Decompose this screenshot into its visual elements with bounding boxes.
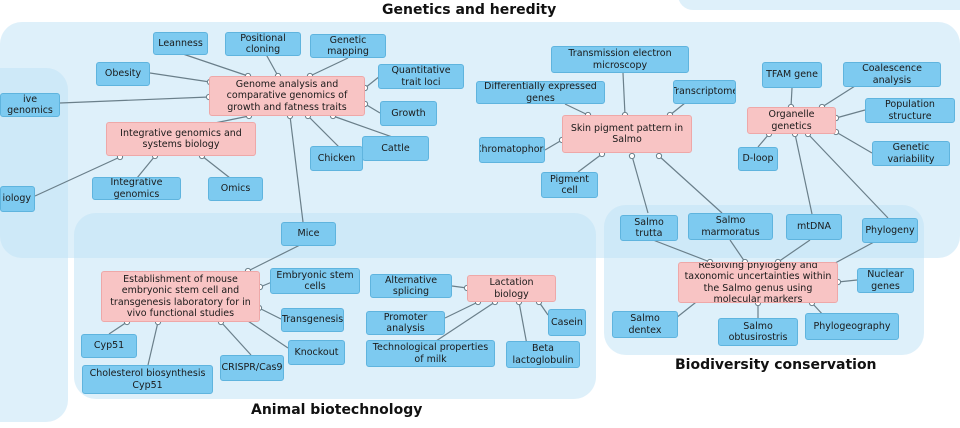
node-embryonic-stem-cells[interactable]: Embryonic stem cells [270,268,360,294]
node-cattle[interactable]: Cattle [362,136,429,161]
node-casein[interactable]: Casein [548,309,586,336]
edge-leanness [179,52,249,77]
node-knockout[interactable]: Knockout [288,340,345,365]
edge-pigment-cell [577,153,603,173]
node-qtl[interactable]: Quantitative trait loci [378,64,464,89]
node-leanness[interactable]: Leanness [153,32,208,55]
node-chromatophore[interactable]: Chromatophore [479,137,545,163]
biodiversity-region-title: Biodiversity conservation [675,357,877,373]
node-technological-properties-milk[interactable]: Technological properties of milk [366,340,495,367]
edge-omics [201,155,231,179]
node-mice[interactable]: Mice [281,222,336,246]
edge-mtdna [794,133,813,215]
node-tem[interactable]: Transmission electron microscopy [551,46,689,73]
node-mouse-embryonic[interactable]: Establishment of mouse embryonic stem ce… [101,271,260,322]
edge-transcriptome [669,102,686,116]
node-salmo-obtusirostris[interactable]: Salmo obtusirostris [718,318,798,346]
edge-salmo-trutta-res [652,239,711,263]
node-d-loop[interactable]: D-loop [738,147,778,171]
left-side-region [0,68,68,422]
genetics-region-title: Genetics and heredity [382,2,557,18]
node-salmo-trutta[interactable]: Salmo trutta [620,215,678,241]
node-integrative-systems-biology[interactable]: Integrative genomics and systems biology [106,122,256,156]
node-chicken[interactable]: Chicken [310,146,363,171]
node-promoter-analysis[interactable]: Promoter analysis [366,311,445,335]
node-phylogeography[interactable]: Phylogeography [805,313,899,340]
node-organelle-genetics[interactable]: Organelle genetics [747,107,836,134]
edge-genetic-variability [835,131,873,154]
node-cholesterol[interactable]: Cholesterol biosynthesis Cyp51 [82,365,213,394]
node-transcriptome[interactable]: Transcriptome [673,80,736,104]
edge-crispr [220,321,252,356]
edge-integrative-genomics [136,155,156,179]
node-salmo-marmoratus[interactable]: Salmo marmoratus [688,213,773,240]
node-tfam-gene[interactable]: TFAM gene [762,62,822,88]
node-phylogeny[interactable]: Phylogeny [862,218,918,243]
edge-mice-mouse [247,244,301,272]
node-differentially-expressed-genes[interactable]: Differentially expressed genes [476,81,605,104]
node-obesity[interactable]: Obesity [96,62,150,86]
node-transgenesis[interactable]: Transgenesis [281,308,344,332]
node-genetic-variability[interactable]: Genetic variability [872,141,950,166]
node-resolving-phylogeny[interactable]: Resolving phylogeny and taxonomic uncert… [678,262,838,303]
edge-promoter [444,301,479,319]
node-positional-cloning[interactable]: Positional cloning [225,32,301,56]
edge-tem [622,72,626,116]
node-comparative-genomics-partial[interactable]: ive genomics [0,93,60,117]
edge-knockout [241,316,289,349]
edge-population [835,109,866,119]
node-alternative-splicing[interactable]: Alternative splicing [370,274,452,298]
edge-transgenesis [258,307,282,320]
edge-mice [289,115,304,223]
node-lactation-biology[interactable]: Lactation biology [467,275,556,302]
edge-biology-partial [34,156,121,197]
node-skin-pigment[interactable]: Skin pigment pattern in Salmo [562,115,692,153]
edge-phylogeny-organelle [807,133,889,219]
node-beta-lactoglobulin[interactable]: Beta lactoglobulin [506,341,580,368]
node-population-structure[interactable]: Population structure [865,98,955,123]
edge-obesity [149,72,211,83]
node-pigment-cell[interactable]: Pigment cell [541,172,598,198]
node-cyp51[interactable]: Cyp51 [81,334,137,358]
edge-salmo-marmoratus-skin [658,155,723,214]
edge-tfam [790,87,793,108]
animal-biotech-region-title: Animal biotechnology [251,402,423,418]
edge-tech-milk [429,301,496,346]
edge-qtl [364,75,381,89]
edge-cattle [332,115,396,139]
edge-nuclear-genes [837,279,858,283]
edge-chromatophore [544,139,563,151]
node-genome-analysis[interactable]: Genome analysis and comparative genomics… [209,76,365,116]
edge-cholesterol [147,321,159,366]
edge-coalescence [821,85,856,108]
node-biology-partial[interactable]: iology [0,186,35,212]
node-salmo-dentex[interactable]: Salmo dentex [612,311,678,338]
node-mtdna[interactable]: mtDNA [786,214,842,240]
edge-salmo-marmoratus-res [729,239,746,263]
edge-beta-lacto [518,301,528,346]
edge-cyp51 [108,321,128,335]
node-growth[interactable]: Growth [380,101,437,126]
edge-chicken [307,115,341,149]
edge-comparative-partial [59,96,210,104]
edge-genetic-mapping [309,57,349,77]
edge-deg [564,103,589,116]
edge-mtdna-res [777,239,811,263]
node-coalescence-analysis[interactable]: Coalescence analysis [843,62,941,87]
edge-salmo-trutta [631,155,649,214]
top-right-region [678,0,960,10]
node-genetic-mapping[interactable]: Genetic mapping [310,34,386,58]
node-integrative-genomics[interactable]: Integrative genomics [92,177,181,200]
node-crispr[interactable]: CRISPR/Cas9 [220,355,284,381]
node-omics[interactable]: Omics [208,177,263,201]
node-nuclear-genes[interactable]: Nuclear genes [857,268,914,293]
